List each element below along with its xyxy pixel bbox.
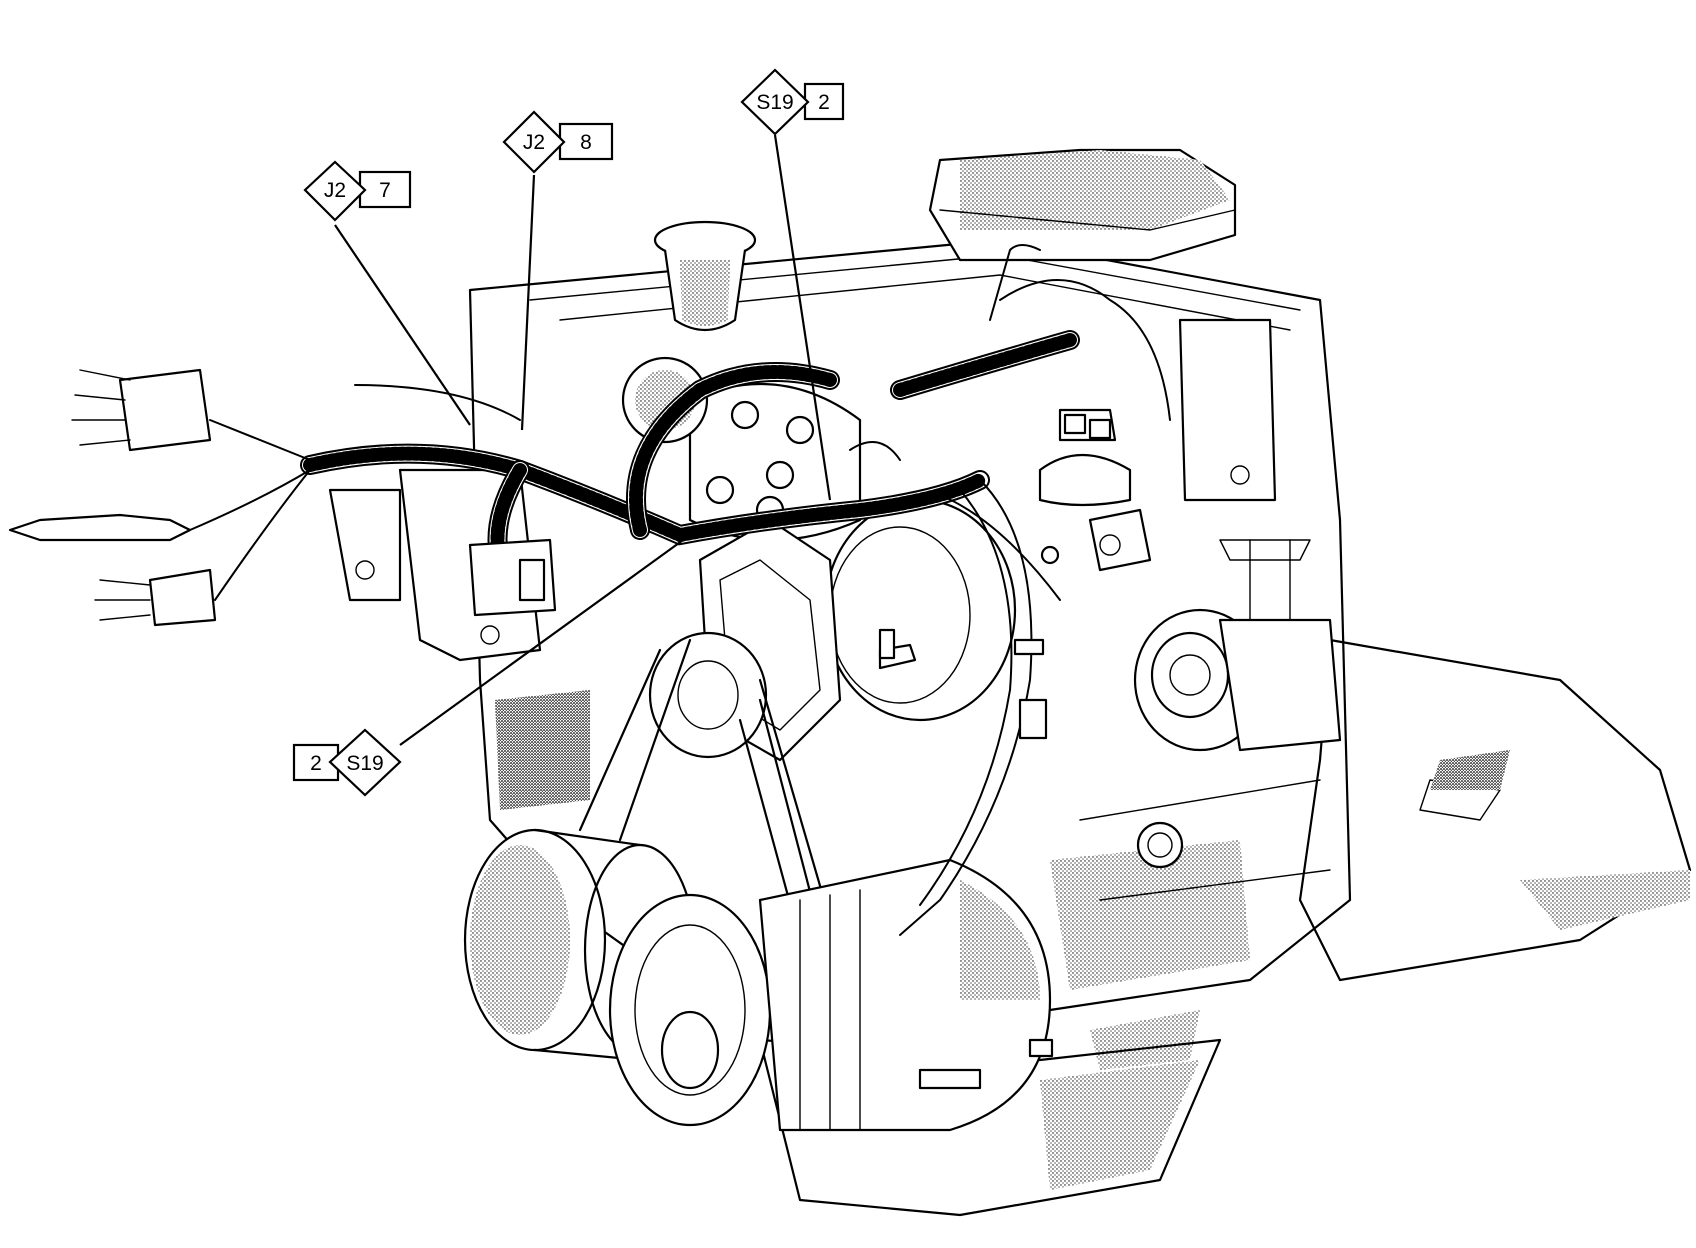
callout-s19-2-top: S19 2	[740, 68, 845, 501]
oil-filler-cap	[653, 220, 757, 331]
callout-j2-7-pin: 7	[379, 179, 391, 202]
callout-j2-8: J2 8	[502, 110, 614, 431]
air-cleaner	[928, 148, 1237, 262]
wiring-harness	[300, 244, 1171, 936]
callout-j2-8-pin: 8	[580, 131, 592, 154]
starter-motor	[1133, 539, 1342, 752]
callout-j2-8-connector: J2	[523, 131, 545, 154]
callout-j2-7-connector: J2	[324, 179, 346, 202]
transmission-housing	[1298, 638, 1692, 982]
drive-belt	[578, 631, 832, 942]
callout-s19-2-top-pin: 2	[818, 91, 830, 114]
crankshaft-pulley	[463, 828, 697, 1062]
ignition-coil-bracket	[1038, 318, 1277, 572]
ac-compressor	[608, 858, 1054, 1132]
callout-s19-2-left: 2 S19	[292, 534, 691, 797]
callout-s19-2-left-connector: S19	[346, 752, 383, 775]
left-connectors	[8, 368, 557, 627]
callout-s19-2-top-connector: S19	[756, 91, 793, 114]
callout-s19-2-left-pin: 2	[310, 752, 322, 775]
oil-pan	[758, 1038, 1222, 1217]
callout-j2-7: J2 7	[303, 160, 471, 426]
engine-block	[468, 238, 1352, 1070]
